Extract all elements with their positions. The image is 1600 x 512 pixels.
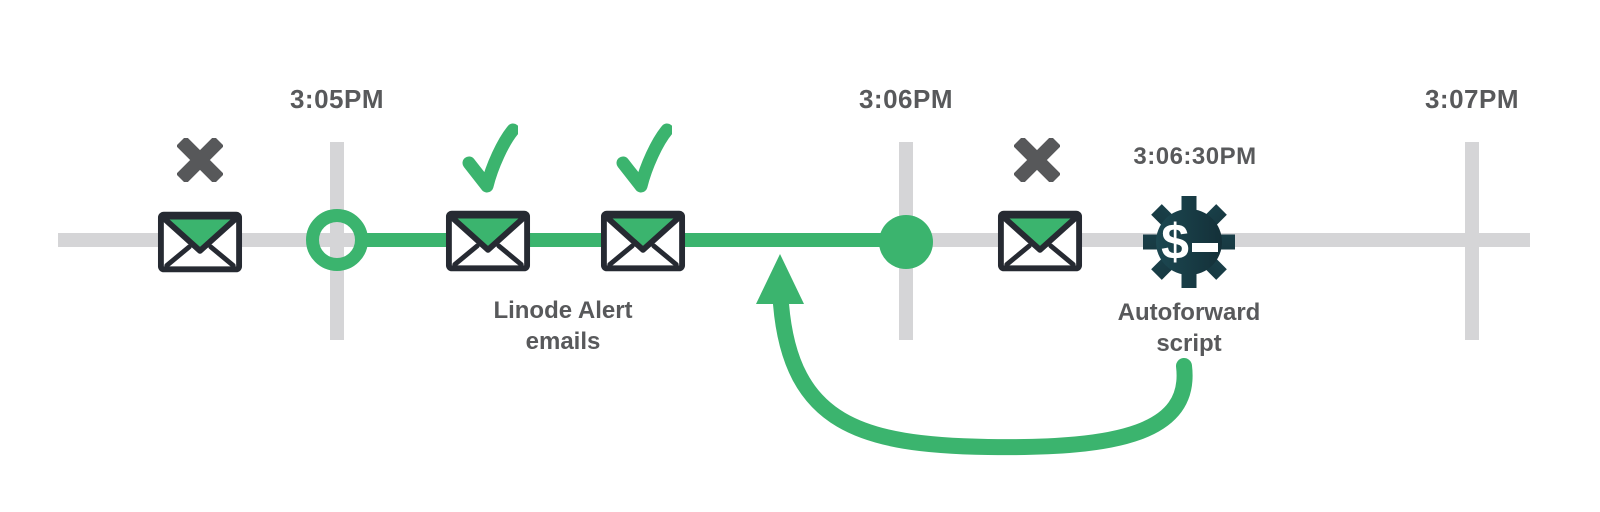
check-mark-icon-1 [462,123,518,193]
gear-script-icon: $ [1143,196,1235,288]
segment-end-dot [879,215,933,269]
envelope-icon-delivered-1 [445,210,531,272]
caption-script-line2: script [1156,330,1222,357]
time-label-3-05pm: 3:05PM [289,84,385,114]
gear-prompt-underscore [1192,243,1218,252]
caption-autoforward-script: Autoforward script [1059,297,1319,359]
check-mark-icon-2 [616,123,672,193]
caption-linode-line1: Linode Alert [493,297,633,324]
x-mark-icon-2 [1014,138,1060,182]
caption-linode-alert-emails: Linode Alert emails [433,295,693,357]
segment-start-ring [306,209,368,271]
arrow-head [756,254,804,304]
envelope-icon-failed-2 [997,210,1083,272]
envelope-icon-delivered-2 [600,210,686,272]
x-mark-icon-1 [177,138,223,182]
time-label-3-07pm: 3:07PM [1424,84,1520,114]
time-label-3-06pm: 3:06PM [858,84,954,114]
caption-linode-line2: emails [525,328,601,355]
caption-script-line1: Autoforward [1117,299,1261,326]
envelope-icon-failed-1 [157,211,243,273]
tick-3-07pm [1465,142,1479,340]
event-time-label: 3:06:30PM [1133,143,1257,170]
gear-dollar-symbol: $ [1161,214,1189,270]
